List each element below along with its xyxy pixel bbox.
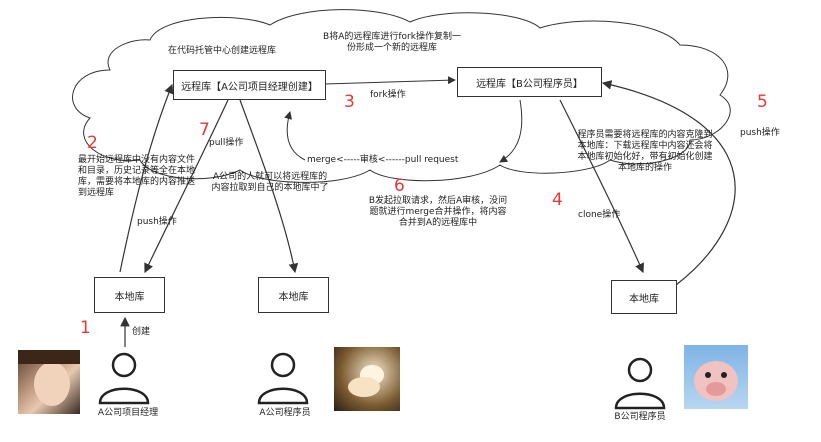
step6-description: B发起拉取请求，然后A审核，没问题就进行merge合并操作，将内容合并到A的远程… (368, 196, 508, 228)
a-programmer-label: A公司程序员 (259, 408, 311, 418)
manager-label: A公司项目经理 (97, 408, 159, 418)
pull-request-arrow (499, 99, 523, 163)
child-photo (18, 350, 80, 414)
step-number-4: 4 (552, 190, 563, 210)
push-op-right-label: push操作 (740, 128, 780, 138)
remote-repo-a: 远程库【A公司项目经理创建】 (173, 70, 326, 100)
hosting-label: 在代码托管中心创建远程库 (168, 46, 277, 56)
push-op-left-label: push操作 (137, 217, 177, 227)
local-repo-2: 本地库 (258, 277, 329, 313)
cloud-shape (72, 9, 731, 183)
clone-arrow (559, 99, 644, 274)
push-arrow-right (601, 80, 736, 286)
toy-pig-photo (334, 347, 400, 411)
step-number-1: 1 (80, 318, 91, 338)
b-programmer-label: B公司程序员 (614, 412, 666, 422)
merge-pull-request-label: merge<-----审核<------pull request (307, 155, 459, 165)
step-number-2: 2 (87, 133, 98, 153)
person-icon-manager (98, 352, 150, 405)
step-number-6: 6 (394, 176, 405, 196)
pull-arrow-local2 (239, 99, 299, 274)
fork-description: B将A的远程库进行fork操作复制一份形成一个新的远程库 (323, 32, 461, 53)
fork-arrow (324, 76, 456, 85)
fork-op-label: fork操作 (370, 90, 406, 100)
local-repo-3: 本地库 (611, 280, 677, 314)
pig-photo (684, 345, 748, 409)
clone-op-label: clone操作 (578, 210, 621, 220)
step-number-5: 5 (757, 92, 768, 112)
merge-arrow (284, 111, 306, 161)
push-arrow-left (119, 83, 174, 273)
step-number-3: 3 (344, 92, 355, 112)
person-icon-b-programmer (614, 357, 666, 410)
b-programmer-clone-description: 程序员需要将远程库的内容克隆到本地库：下载远程库中内容还会将本地库初始化好，带有… (577, 130, 713, 173)
step2-description: 最开始远程库中没有内容文件和目录，历史记录等全在本地库，需要将本地库的内容推送到… (78, 155, 196, 198)
person-icon-a-programmer (257, 352, 309, 405)
a-member-pull-description: A公司的人就可以将远程库的内容拉取到自己的本地库中了 (211, 172, 329, 193)
remote-repo-b: 远程库【B公司程序员】 (457, 67, 602, 97)
step-number-7: 7 (199, 120, 210, 140)
local-repo-1: 本地库 (94, 277, 165, 313)
pull-arrow-local1 (144, 99, 229, 274)
create-label: 创建 (132, 327, 151, 337)
pull-op-label: pull操作 (209, 138, 244, 148)
